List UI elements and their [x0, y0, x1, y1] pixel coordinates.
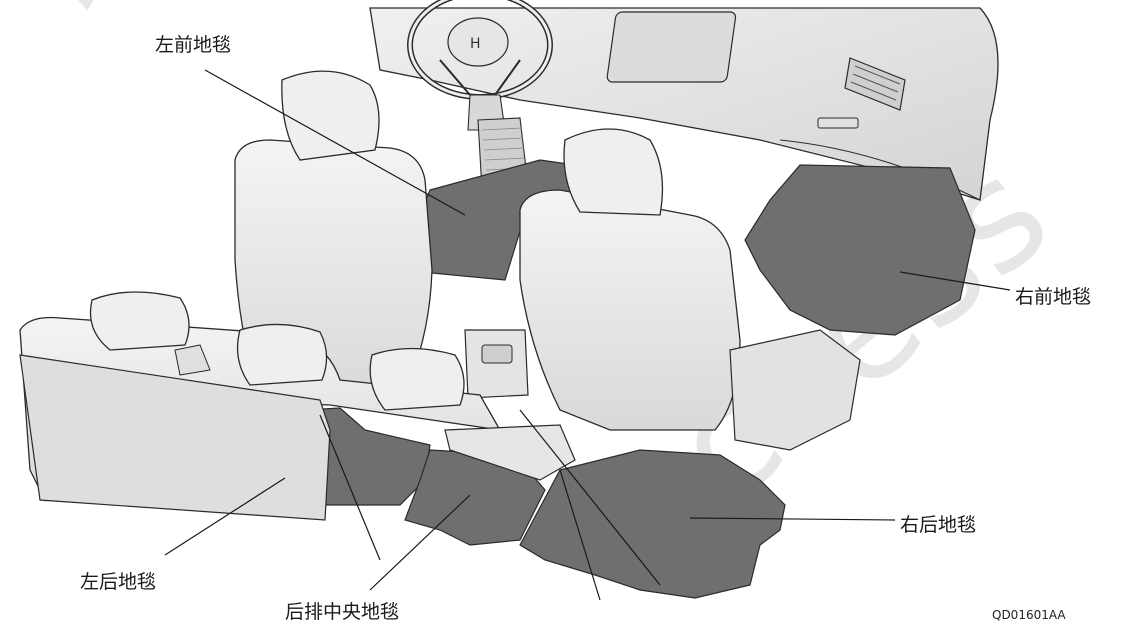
dashboard: [369, 7, 999, 201]
rear-seat-panel: [19, 354, 331, 521]
leader-left-front: [204, 69, 466, 216]
rear-right-headrest: [369, 347, 465, 411]
leader-rear-center: [369, 494, 471, 591]
left-front-headrest: [281, 70, 380, 161]
svg-text:H: H: [470, 36, 481, 52]
air-vent: [844, 57, 906, 111]
rear-left-headrest: [89, 291, 190, 351]
label-right-front-carpet: 右前地毯: [1015, 286, 1092, 308]
label-right-rear-carpet: 右后地毯: [900, 514, 977, 536]
leader-right-rear: [689, 517, 896, 521]
center-display: [606, 11, 737, 83]
right-front-seat: [519, 189, 741, 431]
right-front-carpet: [744, 164, 976, 336]
label-left-front-carpet: 左前地毯: [155, 34, 232, 56]
seat-belt-buckle: [174, 344, 211, 376]
right-front-seat-cushion: [729, 329, 861, 451]
figure-code: QD01601AA: [992, 608, 1066, 622]
right-rear-carpet: [519, 449, 786, 599]
label-left-rear-carpet: 左后地毯: [80, 571, 157, 593]
rear-middle-headrest: [236, 323, 328, 386]
center-console: [464, 329, 529, 399]
leader-right-front: [899, 271, 1011, 291]
right-front-headrest: [563, 128, 664, 216]
label-rear-center-carpet: 后排中央地毯: [285, 601, 400, 623]
leader-left-rear: [164, 477, 286, 556]
